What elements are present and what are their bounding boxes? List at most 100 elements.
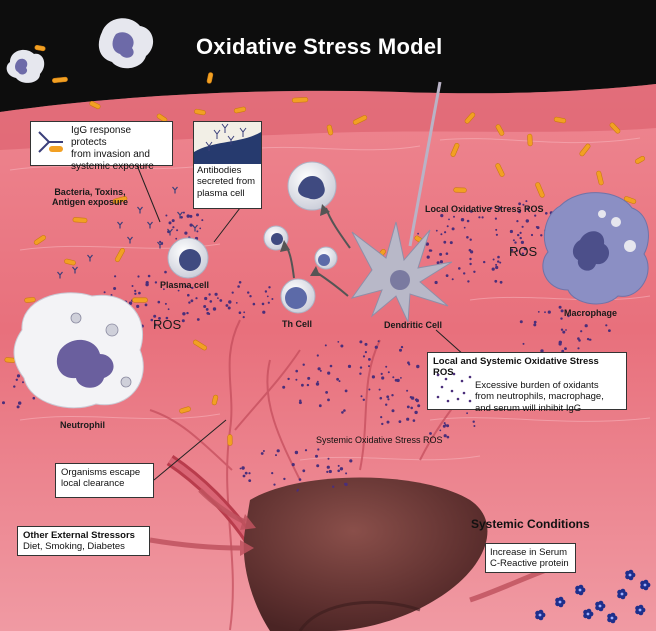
ros-dot: [165, 214, 168, 217]
serum-cell-center: [643, 583, 647, 587]
ros-dot: [271, 298, 274, 300]
ros-dot: [273, 483, 276, 486]
ros-dot: [204, 296, 208, 301]
ros-dot: [428, 249, 432, 252]
serum-cell-petal: [643, 579, 649, 585]
ros-dot: [252, 302, 256, 306]
ros-dot: [380, 372, 383, 375]
serum-cell-center: [558, 600, 562, 604]
ros-dot: [175, 237, 178, 240]
ros-dot: [128, 301, 133, 305]
bacterium: [623, 196, 637, 204]
ros-dot: [299, 399, 302, 402]
ros-dot: [317, 367, 321, 371]
ros-dot: [180, 216, 183, 219]
ros-dot: [469, 257, 472, 261]
ros-dot: [381, 376, 385, 380]
ros-dot: [205, 308, 209, 311]
ros-dot: [306, 383, 310, 387]
ros-dot: [562, 330, 566, 334]
ros-dot: [16, 374, 21, 378]
ros-dot: [439, 252, 443, 256]
ros-dot: [337, 464, 340, 467]
bacterium: [24, 297, 36, 303]
ros-dot: [227, 306, 231, 310]
antibody: [57, 271, 63, 279]
ros-dot: [237, 285, 240, 288]
ros-dot: [138, 291, 141, 295]
ros-dot: [267, 301, 270, 304]
ros-dot: [316, 380, 319, 383]
ros-dot: [495, 228, 498, 231]
ros-dot: [429, 432, 432, 435]
t-cell-small: [314, 246, 338, 270]
ros-dot: [545, 212, 548, 215]
ros-dot: [244, 471, 248, 475]
label-ros-right: ROS: [509, 244, 538, 259]
serum-cell-petal: [586, 608, 592, 614]
serum-cell-petal: [578, 584, 584, 590]
ros-dot: [103, 291, 106, 294]
ros-dot: [190, 299, 194, 303]
ros-dot: [494, 217, 497, 220]
ros-dot: [318, 404, 322, 408]
ros-dot: [510, 248, 514, 252]
antibody: [177, 211, 183, 219]
ros-dot: [18, 401, 22, 405]
ros-dot: [131, 285, 134, 287]
ros-dot: [443, 422, 446, 425]
ros-dot: [282, 385, 286, 389]
ros-dot: [302, 363, 305, 366]
serum-cell-center: [586, 612, 590, 616]
ros-dot: [398, 420, 402, 423]
ros-dot: [266, 295, 269, 298]
bacterium: [495, 163, 505, 177]
ros-dot: [187, 293, 190, 297]
callout-crp: Increase in Serum C-Reactive protein: [485, 543, 576, 573]
ros-dot: [518, 202, 521, 206]
ros-dot: [22, 381, 24, 384]
ros-dot: [400, 377, 402, 379]
ros-dot: [159, 240, 162, 243]
antibody: [117, 221, 123, 229]
igg-line-2: from invasion and: [71, 149, 150, 160]
crp-line-1: Increase in Serum: [490, 547, 568, 558]
ros-dot: [451, 227, 455, 231]
antibody: [192, 224, 198, 232]
ros-dot: [605, 324, 608, 327]
ros-dot: [247, 291, 250, 294]
antibodies-line-2: secreted from: [197, 176, 256, 188]
ros-dot: [380, 416, 383, 419]
bacterium: [132, 297, 148, 303]
bacterium: [33, 235, 46, 245]
ros-dot: [526, 207, 530, 211]
ros-dot: [359, 340, 363, 344]
ros-dot: [196, 213, 199, 217]
ros-dot: [181, 319, 185, 323]
igg-icon: [38, 131, 63, 153]
bacterium: [553, 116, 567, 124]
antibody: [127, 236, 133, 244]
tissue-background: [0, 84, 656, 631]
ros-dot: [214, 292, 218, 296]
ros-dot: [558, 305, 562, 309]
ros-dot: [540, 234, 543, 237]
label-neutrophil: Neutrophil: [60, 420, 105, 430]
ros-dot: [317, 448, 320, 451]
serum-cell-center: [638, 608, 642, 612]
label-ros-left: ROS: [153, 317, 182, 332]
ros-dot: [530, 233, 534, 237]
ros-dot: [386, 395, 390, 399]
ros-dot: [294, 450, 299, 455]
antibody: [172, 186, 178, 194]
ros-dot: [325, 391, 328, 394]
ros-dot: [391, 409, 395, 413]
ros-dot: [287, 377, 290, 381]
ros-dot: [332, 485, 335, 488]
ros-dot: [13, 385, 16, 388]
ros-dot: [359, 366, 363, 369]
ros-dot: [371, 375, 375, 379]
ros-dot: [32, 396, 36, 400]
ros-dot: [15, 378, 18, 381]
ros-dot: [410, 396, 415, 400]
